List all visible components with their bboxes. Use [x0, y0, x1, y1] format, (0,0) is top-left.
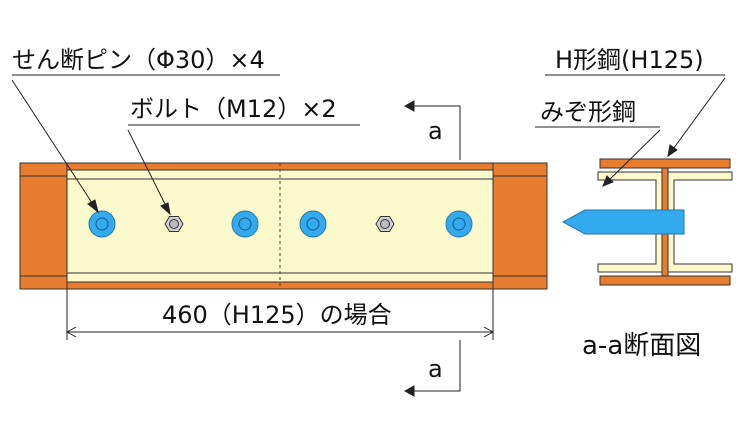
bolts — [164, 216, 395, 232]
shear-pin — [88, 210, 116, 238]
section-marker-bottom — [403, 340, 461, 397]
shear-pin-section — [561, 209, 685, 235]
bolt-label: ボルト（M12）×2 — [130, 95, 337, 123]
section-mark-bottom-label: a — [428, 355, 443, 383]
channel-label: みぞ形鋼 — [540, 98, 636, 126]
left-beam-end — [19, 162, 68, 290]
shear-pin-label: せん断ピン（Φ30）×4 — [12, 46, 265, 74]
bolt-head — [164, 216, 184, 232]
h-beam-label: H形鋼(H125) — [555, 46, 704, 74]
shear-pin — [299, 210, 327, 238]
section-view — [561, 158, 733, 286]
shear-pin — [231, 210, 259, 238]
shear-pin — [445, 210, 473, 238]
bolt-head — [375, 216, 395, 232]
h-beam-top-flange — [599, 158, 731, 169]
h-beam-bottom-flange — [599, 275, 731, 286]
section-title: a-a断面図 — [582, 331, 701, 361]
right-beam-end — [492, 162, 548, 290]
beam-elevation — [19, 162, 548, 290]
leader-lines — [11, 74, 360, 216]
dimension-label: 460（H125）の場合 — [162, 301, 392, 329]
dimension-line — [65, 289, 495, 340]
shear-pins — [88, 210, 473, 238]
section-leaders — [535, 74, 726, 187]
section-marker-top — [403, 100, 461, 160]
section-mark-top-label: a — [428, 117, 443, 145]
